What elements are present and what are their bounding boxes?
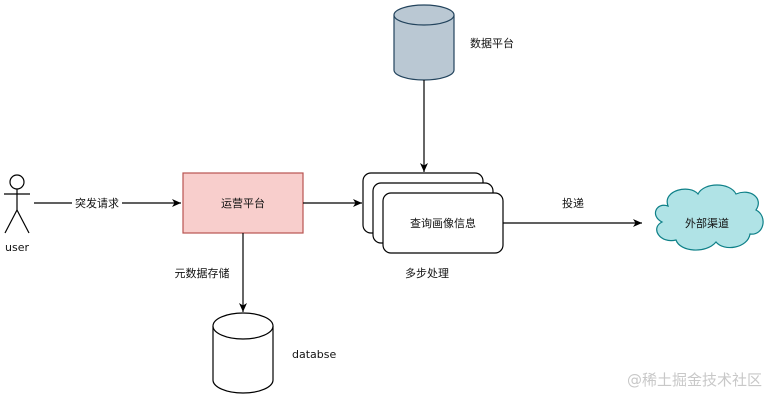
query-profile-node — [362, 172, 504, 254]
external-channel-node — [654, 184, 764, 251]
user-label: user — [5, 241, 29, 254]
query-profile-label: 查询画像信息 — [410, 216, 476, 230]
ops-platform-node — [182, 172, 304, 234]
database-label: databse — [292, 348, 336, 361]
data-platform-node — [393, 4, 455, 81]
edge-label-bg — [72, 195, 122, 210]
multi-step-label: 多步处理 — [405, 266, 449, 280]
edge-label-burst-request: 突发请求 — [75, 196, 119, 210]
external-channel-label: 外部渠道 — [685, 216, 729, 230]
data-platform-label: 数据平台 — [470, 36, 514, 50]
database-node — [212, 312, 274, 394]
watermark: @稀土掘金技术社区 — [627, 371, 762, 389]
edge-label-deliver: 投递 — [562, 196, 584, 210]
edge-label-metadata-storage: 元数据存储 — [175, 266, 230, 280]
user-actor — [4, 174, 30, 234]
ops-platform-label: 运营平台 — [221, 196, 265, 210]
